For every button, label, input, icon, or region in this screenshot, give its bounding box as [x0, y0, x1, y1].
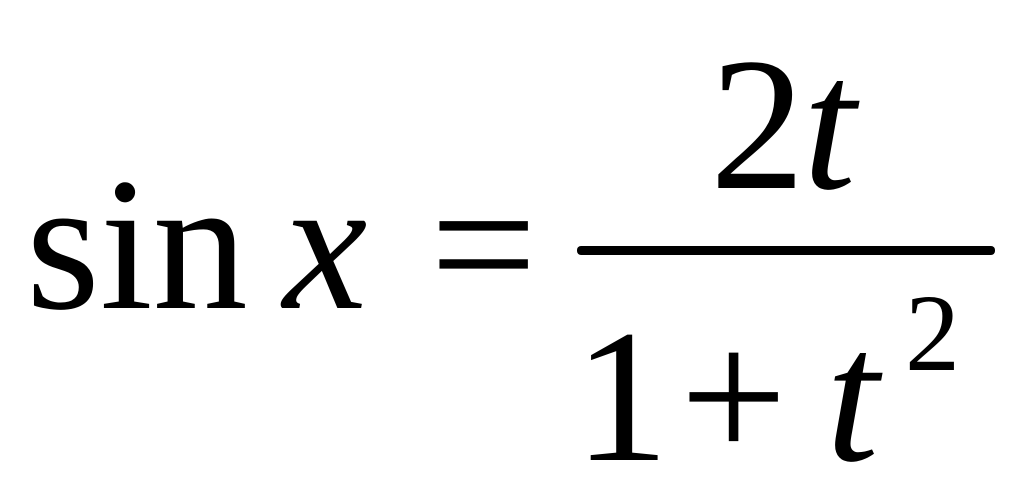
- equals-sign: =: [430, 140, 538, 350]
- formula: sin x = 2 t 1 + t 2: [26, 20, 995, 492]
- exponent: 2: [905, 272, 960, 394]
- plus-sign: +: [680, 292, 788, 502]
- fraction-bar: [577, 246, 995, 255]
- numerator-variable-t: t: [803, 20, 856, 230]
- numerator-coefficient: 2: [710, 20, 805, 230]
- denominator-constant: 1: [574, 292, 669, 502]
- sine-function: sin: [26, 140, 248, 350]
- variable-x: x: [283, 140, 368, 350]
- denominator-variable-t: t: [826, 292, 879, 502]
